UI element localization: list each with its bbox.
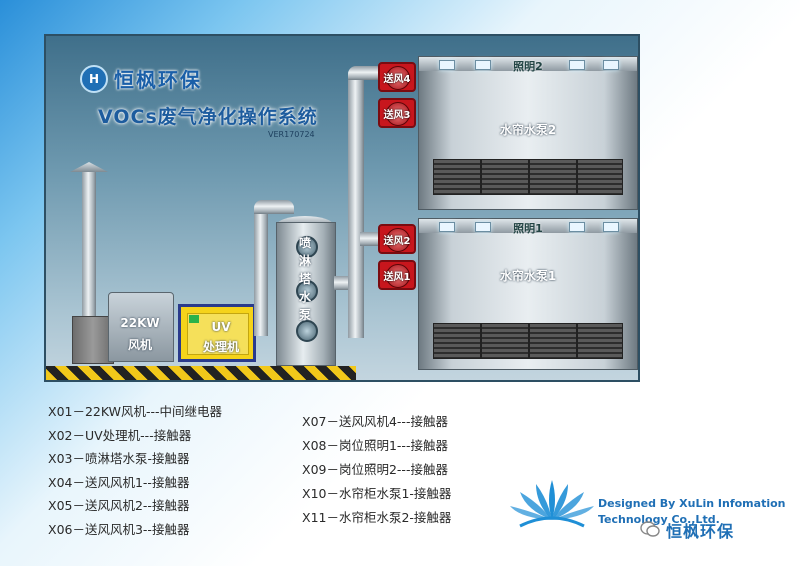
booth-2-grille	[433, 159, 623, 195]
supply-fan-4[interactable]: 送风4	[378, 62, 416, 92]
wechat-icon	[640, 521, 660, 537]
process-panel: H 恒枫环保 VOCs废气净化操作系统 VER170724 22KW 风机 UV…	[44, 34, 640, 382]
fan-22kw[interactable]	[108, 292, 174, 362]
legend-item: X02－UV处理机---接触器	[48, 427, 192, 443]
uv-label-line1: UV	[211, 320, 231, 334]
water-curtain-booth-1[interactable]: 照明1 水帘水泵1	[418, 218, 638, 370]
tower-window-icon	[296, 280, 318, 302]
version-label: VER170724	[268, 130, 315, 139]
lamp-icon	[603, 60, 619, 70]
booth-1-grille	[433, 323, 623, 359]
lamp-icon	[439, 222, 455, 232]
booth-2-light-label[interactable]: 照明2	[513, 60, 543, 73]
booth-2-pump-label[interactable]: 水帘水泵2	[499, 123, 557, 137]
spray-tower-cap	[276, 216, 334, 226]
designed-by-line2: Technology Co.,Ltd.	[598, 513, 720, 526]
company-sun-logo-icon	[510, 480, 594, 528]
lamp-icon	[603, 222, 619, 232]
supply-fan-4-label: 送风4	[383, 74, 411, 85]
tower-window-icon	[296, 320, 318, 342]
main-riser-duct	[348, 76, 364, 338]
footer-brand: 恒枫环保	[666, 522, 735, 541]
lamp-icon	[475, 222, 491, 232]
io-legend-right: X07－送风风机4---接触器 X08－岗位照明1---接触器 X09－岗位照明…	[302, 410, 451, 530]
water-curtain-booth-2[interactable]: 照明2 水帘水泵2	[418, 56, 638, 210]
fan-icon	[386, 228, 410, 252]
chimney-base	[72, 316, 114, 364]
riser-top-elbow	[348, 66, 384, 80]
legend-item: X07－送风风机4---接触器	[302, 414, 448, 429]
uv-processor[interactable]: UV 处理机	[178, 304, 256, 362]
tower-window-icon	[296, 236, 318, 258]
uv-label-line2: 处理机	[202, 340, 239, 354]
duct-uv-tower-elbow	[254, 200, 294, 214]
lamp-icon	[475, 60, 491, 70]
supply-fan-1-label: 送风1	[383, 272, 411, 283]
brand-name: 恒枫环保	[114, 68, 202, 92]
spray-tower-label: 喷淋塔水泵	[298, 236, 311, 322]
legend-item: X01－22KW风机---中间继电器	[48, 404, 223, 419]
fan-icon	[386, 264, 410, 288]
designed-by-line1: Designed By XuLin Infomation	[598, 497, 786, 510]
hazard-stripe-floor	[46, 366, 356, 380]
booth-1-light-label[interactable]: 照明1	[513, 222, 543, 235]
fan-22kw-label-line1: 22KW	[120, 316, 160, 330]
io-legend-left: X01－22KW风机---中间继电器 X02－UV处理机---接触器 X03－喷…	[48, 400, 222, 541]
uv-processor-label: UV 处理机	[195, 317, 247, 357]
supply-fan-2[interactable]: 送风2	[378, 224, 416, 254]
legend-item: X03－喷淋塔水泵-接触器	[48, 451, 190, 466]
uv-status-indicator	[189, 315, 199, 323]
duct-uv-tower	[254, 206, 268, 336]
chimney-pipe	[82, 172, 96, 318]
supply-fan-1[interactable]: 送风1	[378, 260, 416, 290]
fan-22kw-label-line2: 风机	[127, 338, 152, 352]
duct-tower-out	[334, 276, 352, 290]
chimney-cap-icon	[70, 162, 108, 172]
designed-by-text: Designed By XuLin Infomation Technology …	[598, 496, 785, 528]
supply-fan-2-label: 送风2	[383, 236, 411, 247]
legend-item: X06－送风风机3--接触器	[48, 521, 190, 537]
fan-22kw-label: 22KW 风机	[118, 312, 162, 356]
legend-item: X11－水帘柜水泵2-接触器	[302, 510, 452, 525]
lamp-icon	[439, 60, 455, 70]
lamp-icon	[569, 60, 585, 70]
legend-item: X05－送风风机2--接触器	[48, 498, 190, 513]
legend-item: X08－岗位照明1---接触器	[302, 438, 448, 453]
booth-1-pump-label[interactable]: 水帘水泵1	[499, 269, 557, 283]
fan-icon	[386, 102, 410, 126]
supply-fan-3[interactable]: 送风3	[378, 98, 416, 128]
legend-item: X04－送风风机1--接触器	[48, 474, 190, 490]
lamp-icon	[569, 222, 585, 232]
supply-fan-3-label: 送风3	[383, 110, 411, 121]
legend-item: X10－水帘柜水泵1-接触器	[302, 486, 452, 501]
brand-logo: H 恒枫环保	[80, 64, 202, 93]
system-title: VOCs废气净化操作系统	[98, 106, 318, 128]
brand-logo-icon: H	[80, 64, 108, 93]
legend-item: X09－岗位照明2---接触器	[302, 462, 448, 477]
fan-icon	[386, 66, 410, 90]
